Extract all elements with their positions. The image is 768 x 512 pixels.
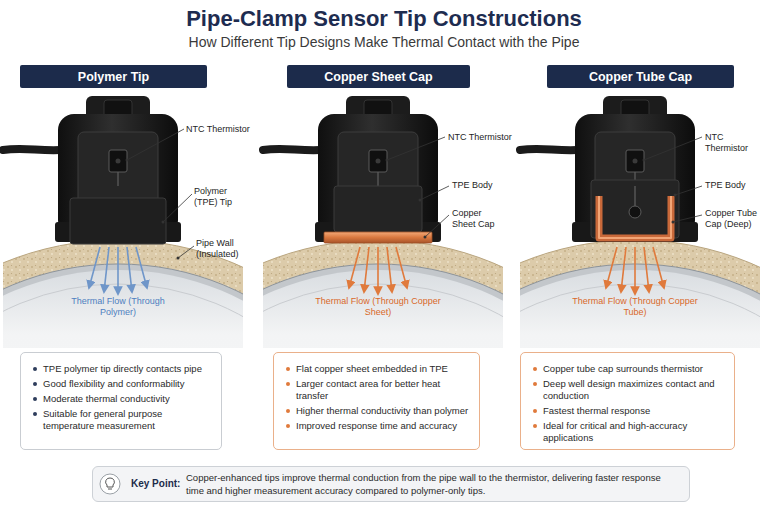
header-text: Copper Tube Cap [589, 70, 692, 84]
panel-header: Copper Tube Cap [547, 65, 734, 88]
panel-header: Polymer Tip [20, 65, 207, 88]
polymer-tip [70, 198, 166, 244]
tpe-body [334, 186, 422, 232]
tpe-body [591, 180, 679, 238]
copper-tube [599, 196, 671, 238]
part-label: TPE Body [452, 180, 512, 191]
bullet-item: Larger contact area for better heat tran… [285, 378, 470, 402]
leader-line [644, 137, 702, 160]
leader-line [178, 246, 194, 258]
header-text: Polymer Tip [78, 70, 149, 84]
lightbulb-icon [100, 474, 120, 494]
leader-lines [127, 129, 702, 258]
bullet-item: Improved response time and accuracy [285, 420, 470, 432]
leader-line [673, 215, 702, 222]
header-text: Copper Sheet Cap [324, 70, 432, 84]
leader-line [127, 129, 184, 160]
bullet-item: Moderate thermal conductivity [32, 393, 212, 405]
leader-dot [643, 159, 646, 162]
part-label: NTC Thermistor [186, 124, 256, 135]
flow-label: Thermal Flow (Through Copper Sheet) [313, 296, 443, 318]
part-label: Pipe Wall (Insulated) [196, 238, 254, 260]
part-label: TPE Body [705, 180, 765, 191]
bullet-item: Fastest thermal response [532, 405, 725, 417]
thermistor-bead [629, 206, 641, 218]
diagram-title: Pipe-Clamp Sensor Tip Constructions [0, 6, 768, 32]
icon-circle [100, 474, 120, 494]
pipe-section [3, 240, 243, 348]
subtitle: How Different Tip Designs Make Thermal C… [0, 34, 768, 51]
part-label: Copper Sheet Cap [452, 208, 507, 230]
key-point-box: Key Point: Copper-enhanced tips improve t… [92, 466, 690, 502]
leader-dot [674, 194, 677, 197]
sensor-clamp [3, 96, 181, 242]
bullet-item: Ideal for critical and high-accuracy app… [532, 420, 725, 444]
thermal-flow [606, 247, 664, 294]
flow-label: Thermal Flow (Through Polymer) [58, 296, 178, 318]
leader-dot [177, 257, 180, 260]
thermal-flow [349, 247, 407, 294]
bullet-item: Good flexibility and conformability [32, 378, 212, 390]
bulb-base [108, 489, 112, 490]
pipe-clip [263, 240, 503, 348]
leader-dot [424, 236, 427, 239]
leader-line [387, 137, 445, 160]
key-point-heading: Key Point: [131, 478, 180, 489]
part-label: NTC Thermistor [705, 132, 767, 154]
polymer-tip-panel [0, 96, 418, 512]
leader-line [675, 186, 702, 195]
bullet-item: Higher thermal conductivity than polymer [285, 405, 470, 417]
thermistor-lead [634, 186, 636, 206]
part-label: Polymer (TPE) Tip [194, 186, 252, 208]
bulb-glass [106, 478, 115, 487]
leader-line [425, 215, 449, 237]
feature-list-box: Copper tube cap surrounds thermistorDeep… [520, 352, 735, 450]
key-point-text: Copper-enhanced tips improve thermal con… [186, 471, 681, 497]
leader-dot [162, 221, 165, 224]
part-label: Copper Tube Cap (Deep) [705, 208, 767, 230]
pipe-clip [520, 240, 760, 348]
bullet-item: Flat copper sheet embedded in TPE [285, 363, 470, 375]
panel-header: Copper Sheet Cap [287, 65, 470, 88]
pipe-section [520, 240, 760, 348]
leader-dots [126, 159, 677, 260]
bullet-item: Copper tube cap surrounds thermistor [532, 363, 725, 375]
bullet-item: TPE polymer tip directly contacts pipe [32, 363, 212, 375]
copper-sheet [324, 232, 432, 243]
part-label: NTC Thermistor [448, 132, 518, 143]
bullet-item: Suitable for general purpose temperature… [32, 408, 212, 432]
sensor-clamp [263, 96, 441, 242]
leader-dot [386, 159, 389, 162]
bullet-item: Deep well design maximizes contact and c… [532, 378, 725, 402]
pipe-section [263, 240, 503, 348]
flow-label: Thermal Flow (Through Copper Tube) [570, 296, 700, 318]
leader-dot [672, 221, 675, 224]
sensor-clamp [520, 96, 698, 242]
leader-line [420, 186, 449, 200]
leader-dot [419, 199, 422, 202]
thermal-flow [89, 247, 147, 294]
copper-sheet-panel [78, 96, 678, 512]
copper-tube-panel [335, 96, 768, 512]
pipe-clip [3, 240, 243, 348]
copper-tube-highlight [599, 196, 671, 238]
leader-dot [126, 159, 129, 162]
leader-line [163, 194, 192, 222]
feature-list-box: Flat copper sheet embedded in TPE Larger … [273, 352, 480, 450]
feature-list-box: TPE polymer tip directly contacts pipeGo… [20, 352, 222, 450]
